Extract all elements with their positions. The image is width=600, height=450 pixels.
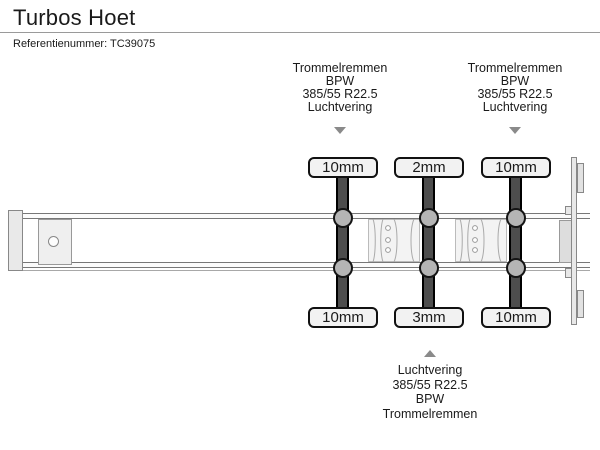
chassis-bottom-edge [8,270,590,271]
chassis-bottom-rail [8,262,590,268]
rear-reflector-bottom [577,290,584,318]
chassis-front-cap [8,210,23,271]
chassis-top-rail [8,213,590,219]
header-divider [0,32,600,33]
page-title: Turbos Hoet [13,5,136,30]
annotation-line: 385/55 R22.5 [302,87,378,101]
axle-3-hub-bottom [506,258,526,278]
measurement-box-axle2-bottom: 3mm [394,307,464,328]
axle-2-hub-bottom [419,258,439,278]
arrow-down-icon [509,127,521,134]
annotation-line: Trommelremmen [292,61,388,75]
axle-annotation-middle: Luchtvering 385/55 R22.5 BPW Trommelremm… [355,363,505,421]
annotation-line: BPW [500,74,530,88]
suspension-bracket [455,219,507,262]
axle-annotation-front: Trommelremmen BPW 385/55 R22.5 Luchtveri… [265,62,415,114]
rear-frame-bar [571,157,577,325]
axle-annotation-rear: Trommelremmen BPW 385/55 R22.5 Luchtveri… [440,62,590,114]
annotation-line: BPW [325,74,355,88]
axle-3-hub-top [506,208,526,228]
annotation-line: Trommelremmen [467,61,563,75]
measurement-box-axle3-top: 10mm [481,157,551,178]
axle-1-hub-bottom [333,258,353,278]
reference-number: Referentienummer: TC39075 [13,38,156,50]
measurement-box-axle3-bottom: 10mm [481,307,551,328]
measurement-box-axle2-top: 2mm [394,157,464,178]
axle-2-hub-top [419,208,439,228]
annotation-line: Trommelremmen [382,406,478,421]
suspension-bracket [368,219,420,262]
kingpin-icon [48,236,59,247]
annotation-line: Luchtvering [397,363,463,377]
axle-1 [336,175,349,309]
axle-1-hub-top [333,208,353,228]
axle-3 [509,175,522,309]
arrow-up-icon [424,350,436,357]
annotation-line: Luchtvering [307,100,373,114]
annotation-line: 385/55 R22.5 [477,87,553,101]
rear-reflector-top [577,163,584,193]
axle-2 [422,175,435,309]
annotation-line: Luchtvering [482,100,548,114]
measurement-box-axle1-bottom: 10mm [308,307,378,328]
measurement-box-axle1-top: 10mm [308,157,378,178]
annotation-line: BPW [415,392,445,406]
arrow-down-icon [334,127,346,134]
annotation-line: 385/55 R22.5 [392,377,468,392]
